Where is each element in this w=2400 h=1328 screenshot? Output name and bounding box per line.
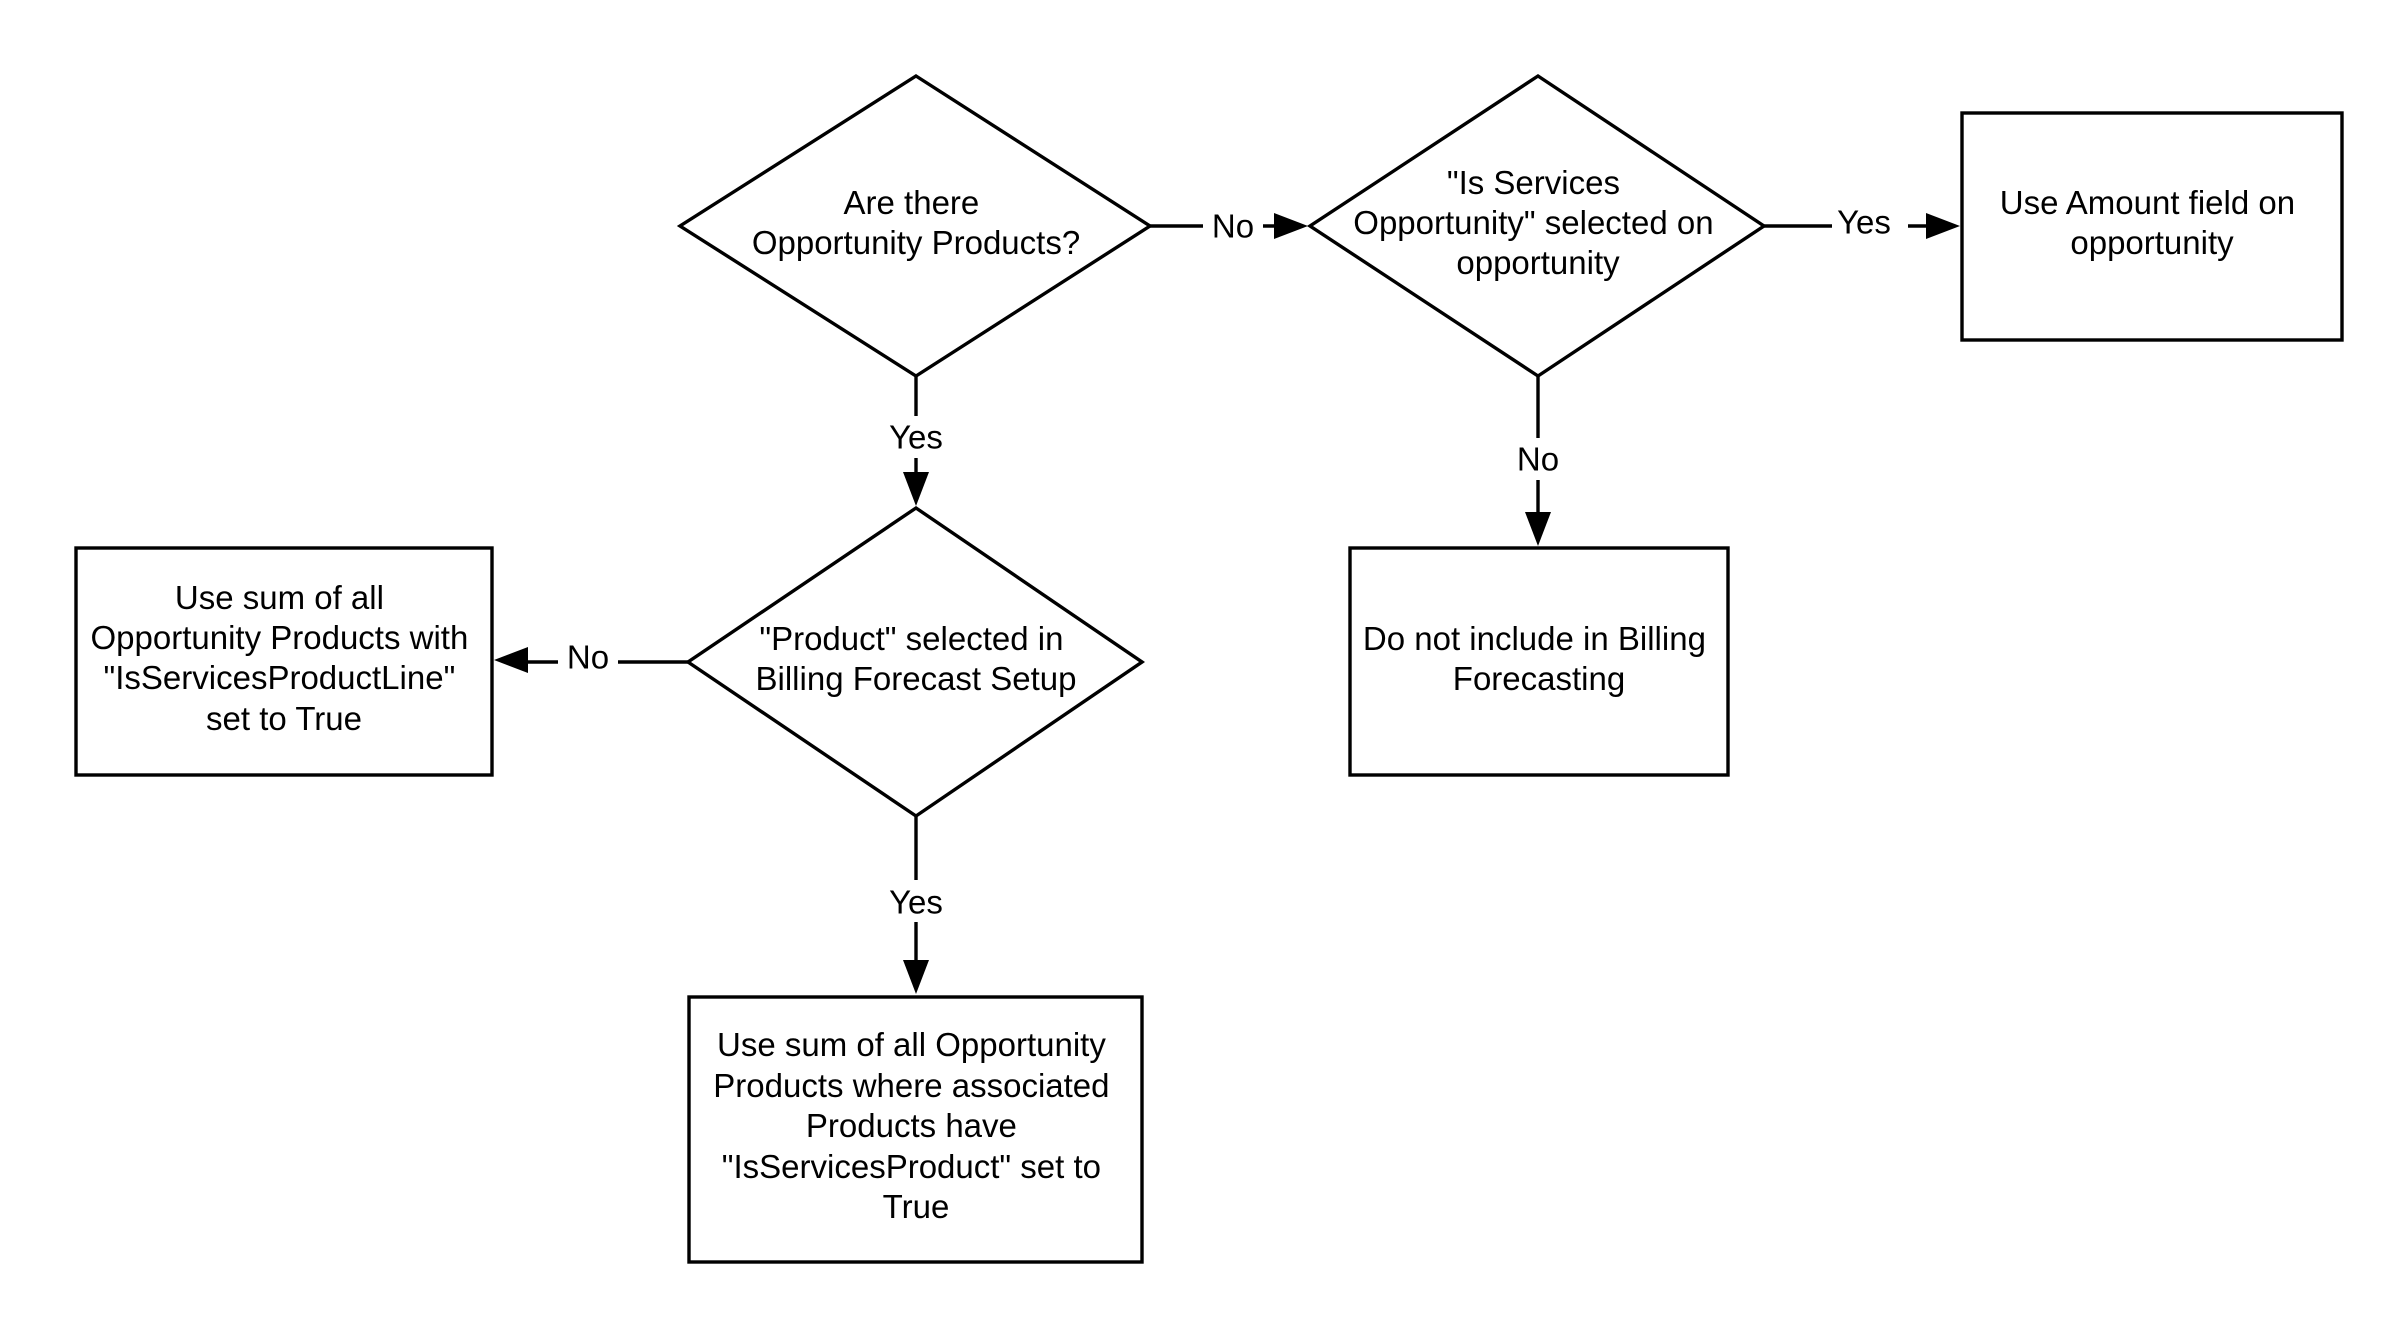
edge-label-product-selected-yes: Yes	[889, 884, 943, 921]
node-text-use-sum-services-product-line: Use sum of all Opportunity Products with…	[90, 579, 477, 737]
edge-products-yes: Yes	[880, 376, 952, 506]
edge-label-products-no: No	[1212, 208, 1254, 245]
edge-services-yes: Yes	[1764, 204, 1960, 246]
edge-product-selected-no: No	[494, 636, 688, 678]
decision-is-services-opportunity: "Is Services Opportunity" selected on op…	[1306, 73, 1768, 379]
edge-label-product-selected-no: No	[567, 639, 609, 676]
process-use-amount-field: Use Amount field on opportunity	[1960, 111, 2344, 342]
node-text-use-sum-services-product: Use sum of all Opportunity Products wher…	[713, 1026, 1118, 1225]
node-text-is-services-opportunity: "Is Services Opportunity" selected on op…	[1353, 164, 1722, 281]
node-text-product-selected-in-billing-forecast-setup: "Product" selected in Billing Forecast S…	[756, 620, 1077, 697]
node-text-use-amount-field: Use Amount field on opportunity	[2000, 184, 2305, 261]
node-text-do-not-include-in-billing-forecasting: Do not include in Billing Forecasting	[1363, 620, 1715, 697]
decision-product-selected-in-billing-forecast-setup: "Product" selected in Billing Forecast S…	[684, 505, 1146, 819]
decision-are-there-opportunity-products: Are there Opportunity Products?	[676, 73, 1154, 379]
process-do-not-include-in-billing-forecasting: Do not include in Billing Forecasting	[1348, 546, 1730, 777]
process-use-sum-services-product: Use sum of all Opportunity Products wher…	[687, 995, 1144, 1264]
edge-label-services-no: No	[1517, 441, 1559, 478]
node-text-are-there-opportunity-products: Are there Opportunity Products?	[752, 184, 1080, 261]
process-use-sum-services-product-line: Use sum of all Opportunity Products with…	[74, 546, 494, 777]
edge-label-services-yes: Yes	[1837, 204, 1891, 241]
edge-services-no: No	[1508, 376, 1568, 546]
edge-product-selected-yes: Yes	[880, 816, 952, 994]
edge-products-no: No	[1150, 204, 1308, 246]
edge-label-products-yes: Yes	[889, 419, 943, 456]
